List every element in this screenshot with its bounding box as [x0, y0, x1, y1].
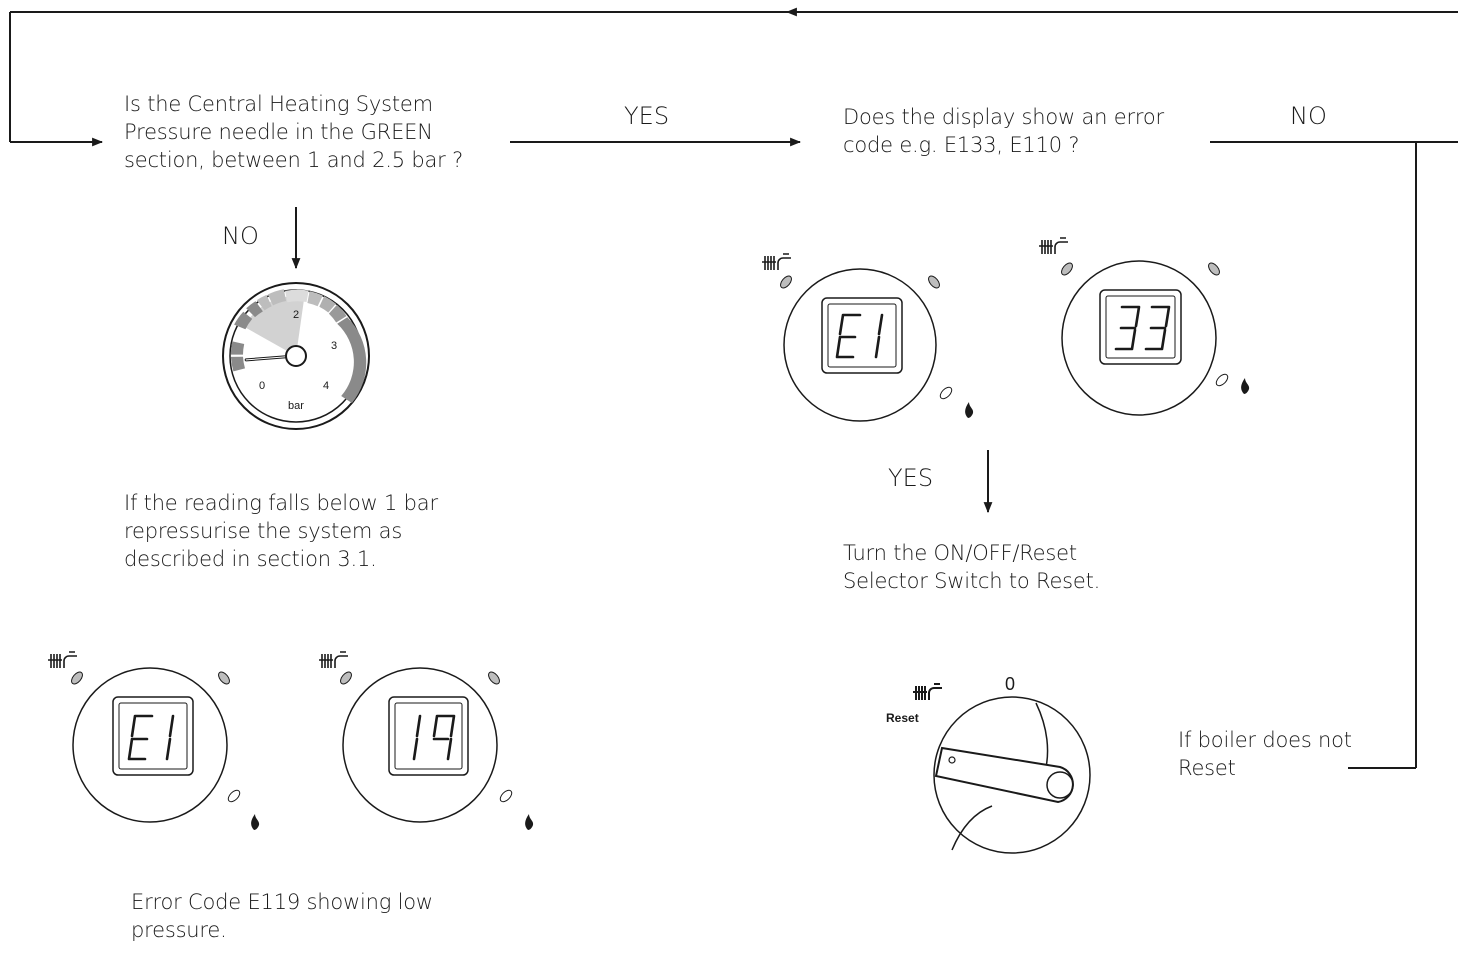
- no-reset-note: If boiler does not Reset: [1178, 726, 1378, 782]
- flame-icon: [1241, 378, 1250, 394]
- note-low-pressure: If the reading falls below 1 bar repress…: [124, 489, 484, 573]
- indicator-led: [71, 671, 83, 685]
- indicator-led: [1208, 262, 1220, 276]
- seven-segment-33: [1114, 305, 1171, 351]
- error-caption-line: Error Code E119 showing low: [131, 890, 433, 914]
- pressure-gauge: 0 1 2 3 4 bar: [222, 282, 370, 430]
- selector-pointer-dot: [948, 756, 956, 764]
- indicator-led: [227, 789, 241, 803]
- seven-segment-19: [412, 714, 456, 761]
- indicator-led: [1215, 373, 1229, 387]
- note-low-pressure-line: described in section 3.1.: [124, 547, 377, 571]
- question-pressure-line: Pressure needle in the GREEN: [124, 120, 433, 144]
- seven-segment-e1-bottom: [127, 714, 175, 761]
- no-reset-note-line: Reset: [1178, 756, 1236, 780]
- note-low-pressure-line: If the reading falls below 1 bar: [124, 491, 438, 515]
- gauge-tick-label: 3: [331, 340, 337, 352]
- flame-icon: [251, 814, 260, 830]
- radiator-tap-icon: [1039, 237, 1068, 254]
- error-caption: Error Code E119 showing low pressure.: [131, 888, 491, 944]
- indicator-led: [499, 789, 513, 803]
- indicator-led: [1061, 262, 1073, 276]
- flame-icon: [525, 814, 534, 830]
- gauge-unit-label: bar: [288, 400, 304, 412]
- display-panel-33-top: [1039, 237, 1250, 416]
- note-low-pressure-line: repressurise the system as: [124, 519, 403, 543]
- indicator-led: [780, 275, 792, 289]
- error-caption-line: pressure.: [131, 918, 227, 942]
- seven-segment-e1: [835, 313, 884, 359]
- display-panel-19-bottom: [319, 651, 534, 830]
- radiator-tap-icon: [913, 683, 942, 700]
- display-panel-e1-top: [762, 253, 974, 422]
- yes-label-top: YES: [624, 102, 670, 130]
- yes-label-display: YES: [888, 464, 934, 492]
- reset-instruction-line: Turn the ON/OFF/Reset: [843, 541, 1077, 565]
- indicator-led: [218, 671, 230, 685]
- flame-icon: [965, 402, 974, 418]
- gauge-tick-label: 4: [323, 380, 329, 392]
- gauge-tick-label: 0: [259, 380, 265, 392]
- radiator-tap-icon: [319, 651, 348, 668]
- question-error-code: Does the display show an error code e.g.…: [843, 103, 1203, 159]
- no-path-connector: [1210, 141, 1458, 769]
- gauge-tick-label: 1: [253, 336, 259, 348]
- reset-instruction-line: Selector Switch to Reset.: [843, 569, 1101, 593]
- indicator-led: [928, 275, 940, 289]
- radiator-tap-icon: [762, 253, 791, 270]
- indicator-led: [939, 386, 953, 400]
- indicator-led: [488, 671, 500, 685]
- selector-zero-label: 0: [1005, 674, 1015, 694]
- no-label-top: NO: [1290, 102, 1327, 130]
- question-pressure-line: Is the Central Heating System: [124, 92, 433, 116]
- selector-switch: 0 Reset: [886, 674, 1091, 854]
- no-reset-note-line: If boiler does not: [1178, 728, 1352, 752]
- no-label-gauge: NO: [222, 222, 259, 250]
- indicator-led: [340, 671, 352, 685]
- selector-reset-label: Reset: [886, 711, 919, 725]
- gauge-tick-label: 2: [293, 309, 299, 321]
- question-pressure-green: Is the Central Heating System Pressure n…: [124, 90, 504, 174]
- radiator-tap-icon: [48, 651, 77, 668]
- gauge-needle-hub: [285, 345, 307, 367]
- question-pressure-line: section, between 1 and 2.5 bar ?: [124, 148, 464, 172]
- question-error-line: Does the display show an error: [843, 105, 1164, 129]
- loop-back-connector: [9, 7, 1458, 147]
- question-error-line: code e.g. E133, E110 ?: [843, 133, 1080, 157]
- reset-instruction: Turn the ON/OFF/Reset Selector Switch to…: [843, 539, 1163, 595]
- display-panel-e1-bottom: [48, 651, 260, 830]
